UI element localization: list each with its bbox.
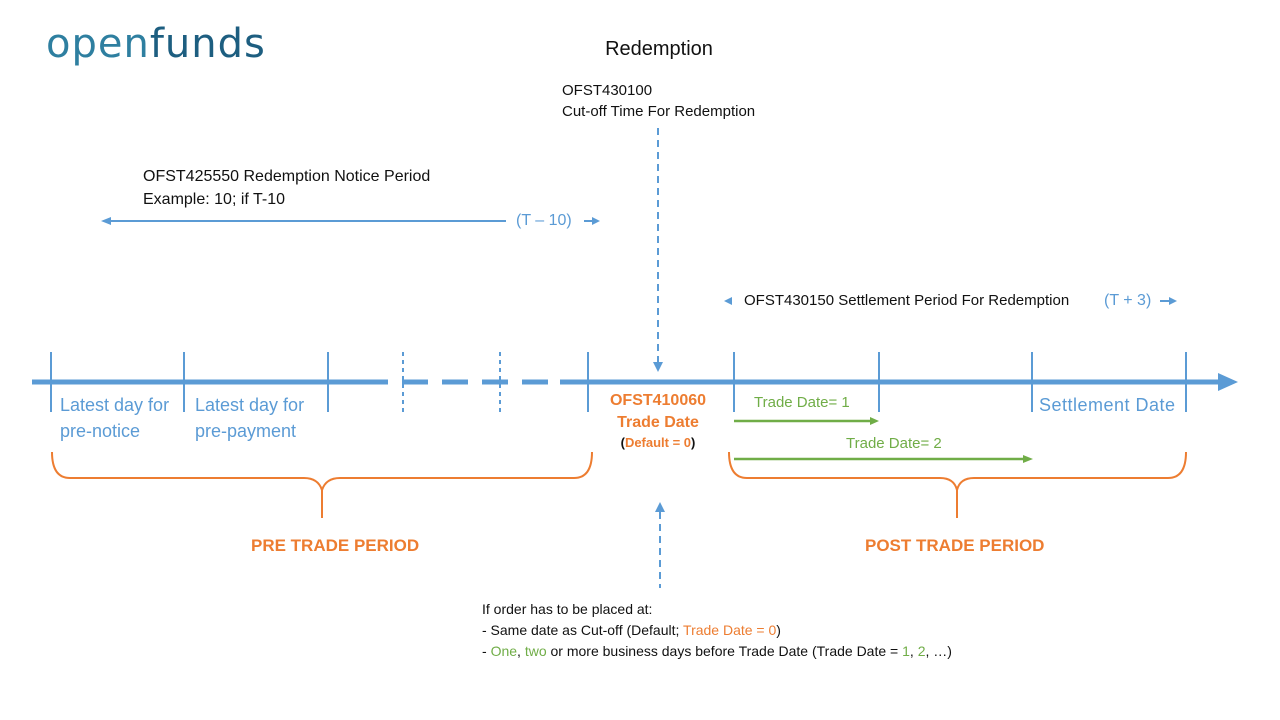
post-trade-brace [728,451,1187,518]
latest-prepayment-line2: pre-payment [195,421,297,441]
pre-trade-period-label: PRE TRADE PERIOD [251,536,420,555]
latest-prenotice-line1: Latest day for [60,395,170,415]
order-note-comma: , [517,643,525,659]
timeline-ticks [50,352,1187,412]
notice-period-label: OFST425550 Redemption Notice Period [143,168,431,185]
order-note-line3-c: , …) [925,643,952,659]
main-timeline [32,373,1238,391]
settlement-date-label: Settlement Date [1039,395,1176,415]
order-note-two: two [524,643,547,659]
default-close-paren: ) [691,435,696,450]
trade-date-2-label: Trade Date= 2 [846,435,942,452]
trade-date-label: Trade Date [617,414,699,431]
latest-prenotice-line2: pre-notice [60,421,141,441]
order-note: If order has to be placed at: - Same dat… [482,599,952,662]
latest-prepayment-line1: Latest day for [195,395,305,415]
trade-date-code: OFST410060 [609,392,707,409]
order-note-line3-b: or more business days before Trade Date … [546,643,903,659]
order-note-one: One [490,643,518,659]
page-title: Redemption [605,38,713,60]
order-note-line2: - Same date as Cut-off (Default; Trade D… [482,620,952,641]
notice-period-arrow [101,217,600,225]
order-note-line2-a: - Same date as Cut-off (Default; [482,622,684,638]
order-note-line1: If order has to be placed at: [482,601,653,617]
logo-part-open: open [46,21,150,67]
cutoff-arrow [653,128,663,372]
order-note-line3-a: - [482,643,491,659]
timeline-arrowhead [1218,373,1238,391]
order-arrow [655,502,665,588]
order-note-sep: , [909,643,918,659]
settlement-period-arrow [724,297,1177,305]
order-note-line2-c: ) [776,622,781,638]
order-note-val-1: 1 [902,643,910,659]
notice-period-example: Example: 10; if T-10 [143,191,285,208]
default-text: Default = 0 [624,435,692,450]
cutoff-label: Cut-off Time For Redemption [562,103,756,120]
order-note-val-2: 2 [917,643,926,659]
openfunds-logo: openfunds [46,24,266,64]
order-note-line3: - One, two or more business days before … [482,641,952,662]
settlement-period-label: OFST430150 Settlement Period For Redempt… [744,292,1070,309]
logo-part-funds: funds [149,21,266,67]
default-open-paren: ( [620,435,625,450]
trade-date-arrows [734,417,1033,463]
notice-t-label: (T – 10) [516,212,572,229]
trade-date-default: (Default = 0) [588,434,728,452]
trade-date-1-label: Trade Date= 1 [754,394,850,411]
cutoff-code: OFST430100 [562,82,653,99]
settlement-t-label: (T + 3) [1104,292,1152,309]
post-trade-period-label: POST TRADE PERIOD [865,536,1045,555]
latest-prepayment-label: Latest day for pre-payment [195,392,304,444]
order-note-line2-b: Trade Date = 0 [683,622,777,638]
pre-trade-brace [51,451,593,518]
latest-prenotice-label: Latest day for pre-notice [60,392,169,444]
